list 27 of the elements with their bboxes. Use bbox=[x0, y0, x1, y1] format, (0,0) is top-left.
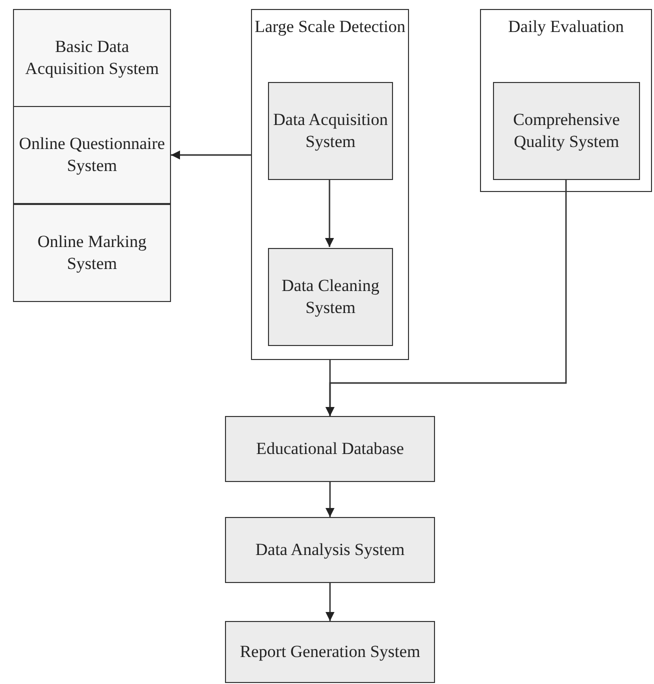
process-box bbox=[13, 106, 171, 204]
arrow bbox=[326, 583, 334, 621]
process-box bbox=[493, 82, 640, 180]
process-box bbox=[13, 204, 171, 302]
process-box bbox=[13, 9, 171, 107]
arrow bbox=[326, 482, 334, 517]
arrow bbox=[171, 150, 251, 160]
box-label: Data Cleaning System bbox=[280, 274, 380, 319]
box-label: Basic Data Acquisition System bbox=[24, 36, 160, 80]
process-box bbox=[268, 82, 393, 180]
box-label: Data Analysis System bbox=[254, 538, 406, 561]
box-label: Report Generation System bbox=[238, 640, 422, 663]
process-box bbox=[268, 248, 393, 346]
process-box bbox=[225, 517, 435, 583]
group-heading: Daily Evaluation bbox=[507, 16, 625, 38]
box-label: Online Questionnaire System bbox=[18, 132, 166, 177]
process-box bbox=[225, 621, 435, 683]
box-label: Comprehensive Quality System bbox=[512, 108, 621, 153]
box-label: Online Marking System bbox=[36, 230, 148, 275]
group-box bbox=[480, 9, 652, 192]
group-heading: Large Scale Detection bbox=[254, 16, 406, 38]
arrow bbox=[326, 179, 567, 416]
box-label: Data Acquisition System bbox=[272, 108, 389, 153]
arrow bbox=[325, 179, 334, 247]
box-label: Educational Database bbox=[255, 438, 405, 460]
process-box bbox=[225, 416, 435, 482]
group-box bbox=[251, 9, 409, 360]
